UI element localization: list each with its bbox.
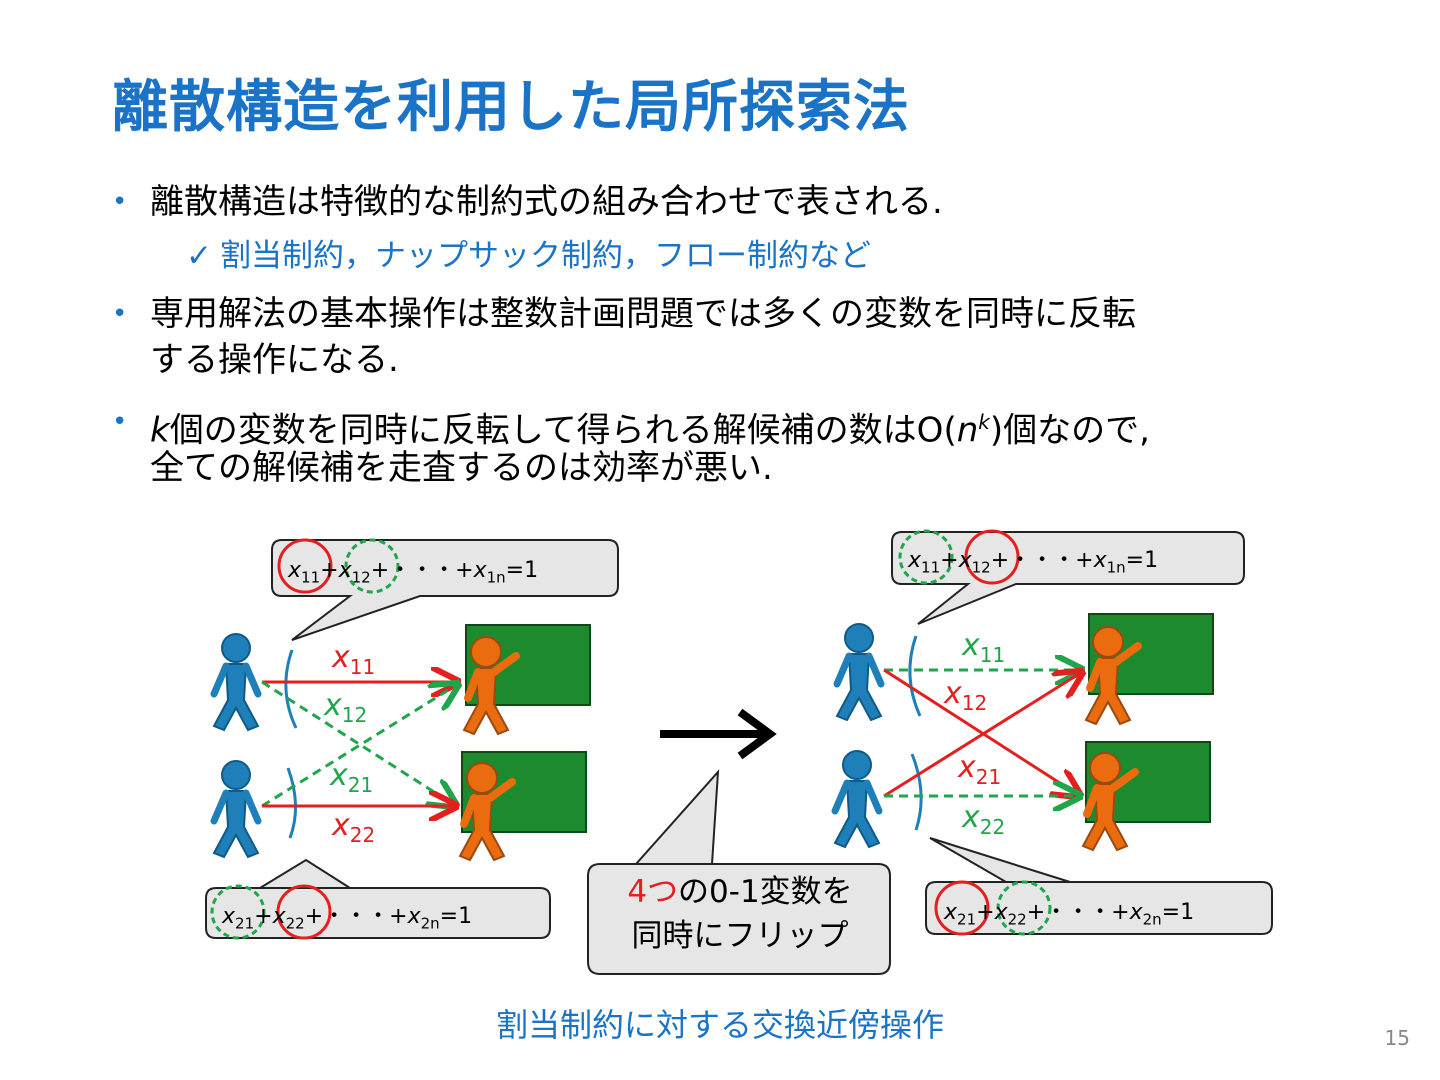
- edge-label-x22-right: x22: [962, 800, 1006, 839]
- bullet-text: 全ての解候補を走査するのは効率が悪い.: [150, 448, 773, 488]
- bracket: [286, 767, 298, 839]
- check-text: 割当制約，ナップサック制約，フロー制約など: [219, 238, 871, 274]
- person-icon: [464, 637, 516, 734]
- person-icon: [214, 761, 258, 857]
- edge-label-x11-left: x11: [332, 640, 376, 679]
- check-icon: ✓: [186, 238, 212, 274]
- var-k: k: [150, 410, 170, 451]
- var-k-sup: k: [978, 410, 990, 434]
- page-title: 離散構造を利用した局所探索法: [112, 75, 910, 140]
- diagram-caption: 割当制約に対する交換近傍操作: [495, 1006, 944, 1044]
- edge-label-x12-left: x12: [324, 688, 368, 727]
- bullet-text: k個の変数を同時に反転して得られる解候補の数はO(nk)個なので,: [150, 410, 1150, 451]
- edge-label-x11-right: x11: [962, 628, 1006, 667]
- constraint-row2-left: x21+x22+・・・+x2n=1: [222, 904, 473, 933]
- board: [465, 624, 591, 706]
- flip-count: 4つ: [627, 874, 679, 910]
- bracket: [908, 635, 922, 717]
- bullet-dot: •: [112, 299, 128, 329]
- bullet-text: する操作になる.: [150, 340, 399, 380]
- person-icon: [837, 624, 881, 720]
- constraint-row2-right: x21+x22+・・・+x2n=1: [944, 900, 1195, 929]
- bullet-text: 離散構造は特徴的な制約式の組み合わせで表される.: [150, 182, 943, 222]
- person-icon: [1086, 627, 1138, 724]
- bracket: [284, 649, 298, 729]
- edge-label-x21-left: x21: [330, 758, 374, 797]
- board: [1085, 741, 1211, 823]
- edge-label-x22-left: x22: [332, 808, 376, 847]
- big-arrow-head: [737, 708, 777, 760]
- bullet-text: 専用解法の基本操作は整数計画問題では多くの変数を同時に反転: [150, 294, 1136, 334]
- person-icon: [214, 634, 258, 730]
- bullet-dot: •: [112, 407, 128, 437]
- flip-callout: 4つの0-1変数を 同時にフリップ: [627, 874, 853, 954]
- bullet-dot: •: [112, 187, 128, 217]
- var-n: n: [956, 410, 979, 451]
- constraint-row1-right: x11+x12+・・・+x1n=1: [908, 548, 1159, 577]
- person-icon: [835, 751, 879, 847]
- edge-label-x12-right: x12: [944, 676, 988, 715]
- constraint-row1-left: x11+x12+・・・+x1n=1: [288, 558, 539, 587]
- person-icon: [460, 763, 512, 860]
- bracket: [910, 753, 923, 831]
- person-icon: [1083, 753, 1135, 850]
- page-number: 15: [1384, 1026, 1410, 1050]
- board: [1088, 613, 1214, 695]
- board: [461, 751, 587, 833]
- edge-label-x21-right: x21: [958, 750, 1002, 789]
- check-item: ✓割当制約，ナップサック制約，フロー制約など: [186, 230, 871, 275]
